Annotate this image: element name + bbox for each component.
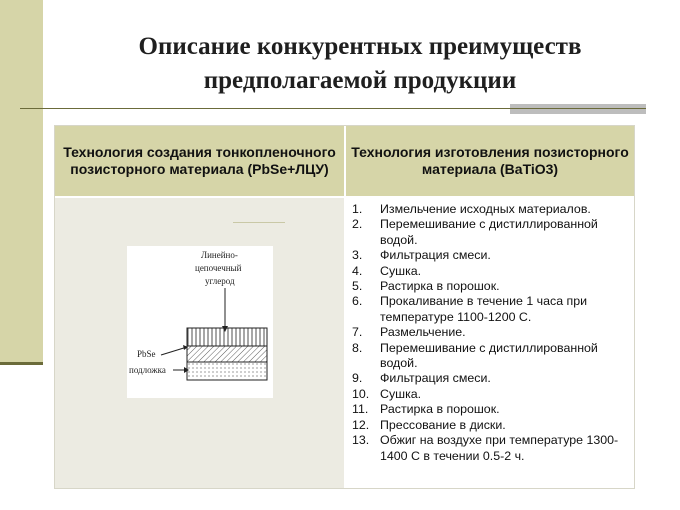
step-number: 1. <box>352 202 363 216</box>
list-item: 11. Растирка в порошок. <box>352 402 630 417</box>
step-number: 7. <box>352 325 363 340</box>
list-item: 7. Размельчение. <box>352 325 630 340</box>
step-number: 13. <box>352 433 370 448</box>
step-text: Перемешивание с дистиллированной водой. <box>380 340 598 371</box>
header-left: Технология создания тонкопленочного пози… <box>55 126 344 196</box>
side-decor-bar <box>0 0 43 362</box>
step-number: 6. <box>352 294 363 309</box>
comparison-table: Технология создания тонкопленочного пози… <box>54 125 635 489</box>
step-text: Обжиг на воздухе при температуре 1300-14… <box>380 433 619 463</box>
list-item: 5. Растирка в порошок. <box>352 279 630 294</box>
title-divider-accent <box>510 104 646 114</box>
carbon-layer <box>186 327 268 347</box>
list-item: 10. Сушка. <box>352 387 630 402</box>
list-item: 4. Сушка. <box>352 264 630 279</box>
pbse-layer <box>186 345 268 363</box>
list-item: 1. Измельчение исходных материалов. <box>352 202 630 217</box>
step-text: Фильтрация смеси. <box>380 248 491 263</box>
step-number: 10. <box>352 386 370 401</box>
label-substrate: подложка <box>129 365 166 375</box>
row-divider <box>55 196 634 198</box>
step-number: 8. <box>352 340 363 355</box>
slide-title-line-1: Описание конкурентных преимуществ <box>138 33 582 60</box>
list-item: 6. Прокаливание в течение 1 часа при темп… <box>352 294 630 325</box>
list-item: 2. Перемешивание с дистиллированной водой… <box>352 217 630 248</box>
list-item: 12. Прессование в диски. <box>352 418 630 433</box>
cell-thin-film-technology: Линейно- цепочечный углерод PbSe подложк… <box>55 198 344 488</box>
column-divider <box>344 126 346 488</box>
list-item: 3. Фильтрация смеси. <box>352 248 630 263</box>
step-text: Растирка в порошок. <box>380 279 500 294</box>
pbse-arrowhead <box>183 345 188 350</box>
step-number: 12. <box>352 417 370 432</box>
cell-batio3-technology: 1. Измельчение исходных материалов. 2. Пер… <box>346 198 634 488</box>
step-text: Фильтрация смеси. <box>380 371 491 386</box>
step-number: 4. <box>352 263 363 278</box>
layer-diagram-svg <box>160 288 268 381</box>
layer-diagram: Линейно- цепочечный углерод PbSe подложк… <box>127 246 273 398</box>
list-item: 13. Обжиг на воздухе при температуре 1300… <box>352 433 630 464</box>
step-text: Сушка. <box>380 263 422 278</box>
substrate-layer <box>186 361 268 381</box>
step-number: 3. <box>352 248 363 263</box>
pbse-arrow <box>160 346 188 356</box>
label-carbon-line-1: Линейно- <box>201 250 238 260</box>
step-text: Растирка в порошок. <box>380 402 500 417</box>
step-text: Измельчение исходных материалов. <box>380 202 591 216</box>
header-right: Технология изготовления позисторного мат… <box>346 126 634 196</box>
slide-title-line-2: предполагаемой продукции <box>203 67 517 94</box>
step-text: Прокаливание в течение 1 часа при темпер… <box>380 294 588 324</box>
step-number: 2. <box>352 217 363 232</box>
step-number: 9. <box>352 371 363 386</box>
list-item: 8. Перемешивание с дистиллированной водой… <box>352 341 630 372</box>
slide-title: Описание конкурентных преимуществ предпо… <box>60 30 660 98</box>
substrate-arrowhead <box>184 367 189 373</box>
step-text: Перемешивание с дистиллированной водой. <box>380 217 598 247</box>
carbon-arrowhead <box>222 326 228 332</box>
label-pbse: PbSe <box>137 349 156 359</box>
step-text: Сушка. <box>380 386 422 401</box>
step-number: 5. <box>352 279 363 294</box>
label-carbon-line-2: цепочечный <box>195 263 242 273</box>
label-carbon-line-3: углерод <box>205 276 235 286</box>
step-text: Размельчение. <box>380 325 466 340</box>
process-steps-list: 1. Измельчение исходных материалов. 2. Пер… <box>352 202 630 464</box>
step-text: Прессование в диски. <box>380 417 506 432</box>
side-decor-line <box>0 362 43 365</box>
step-number: 11. <box>352 402 369 417</box>
title-divider <box>20 108 640 109</box>
decorative-line <box>233 222 285 223</box>
list-item: 9. Фильтрация смеси. <box>352 371 630 386</box>
